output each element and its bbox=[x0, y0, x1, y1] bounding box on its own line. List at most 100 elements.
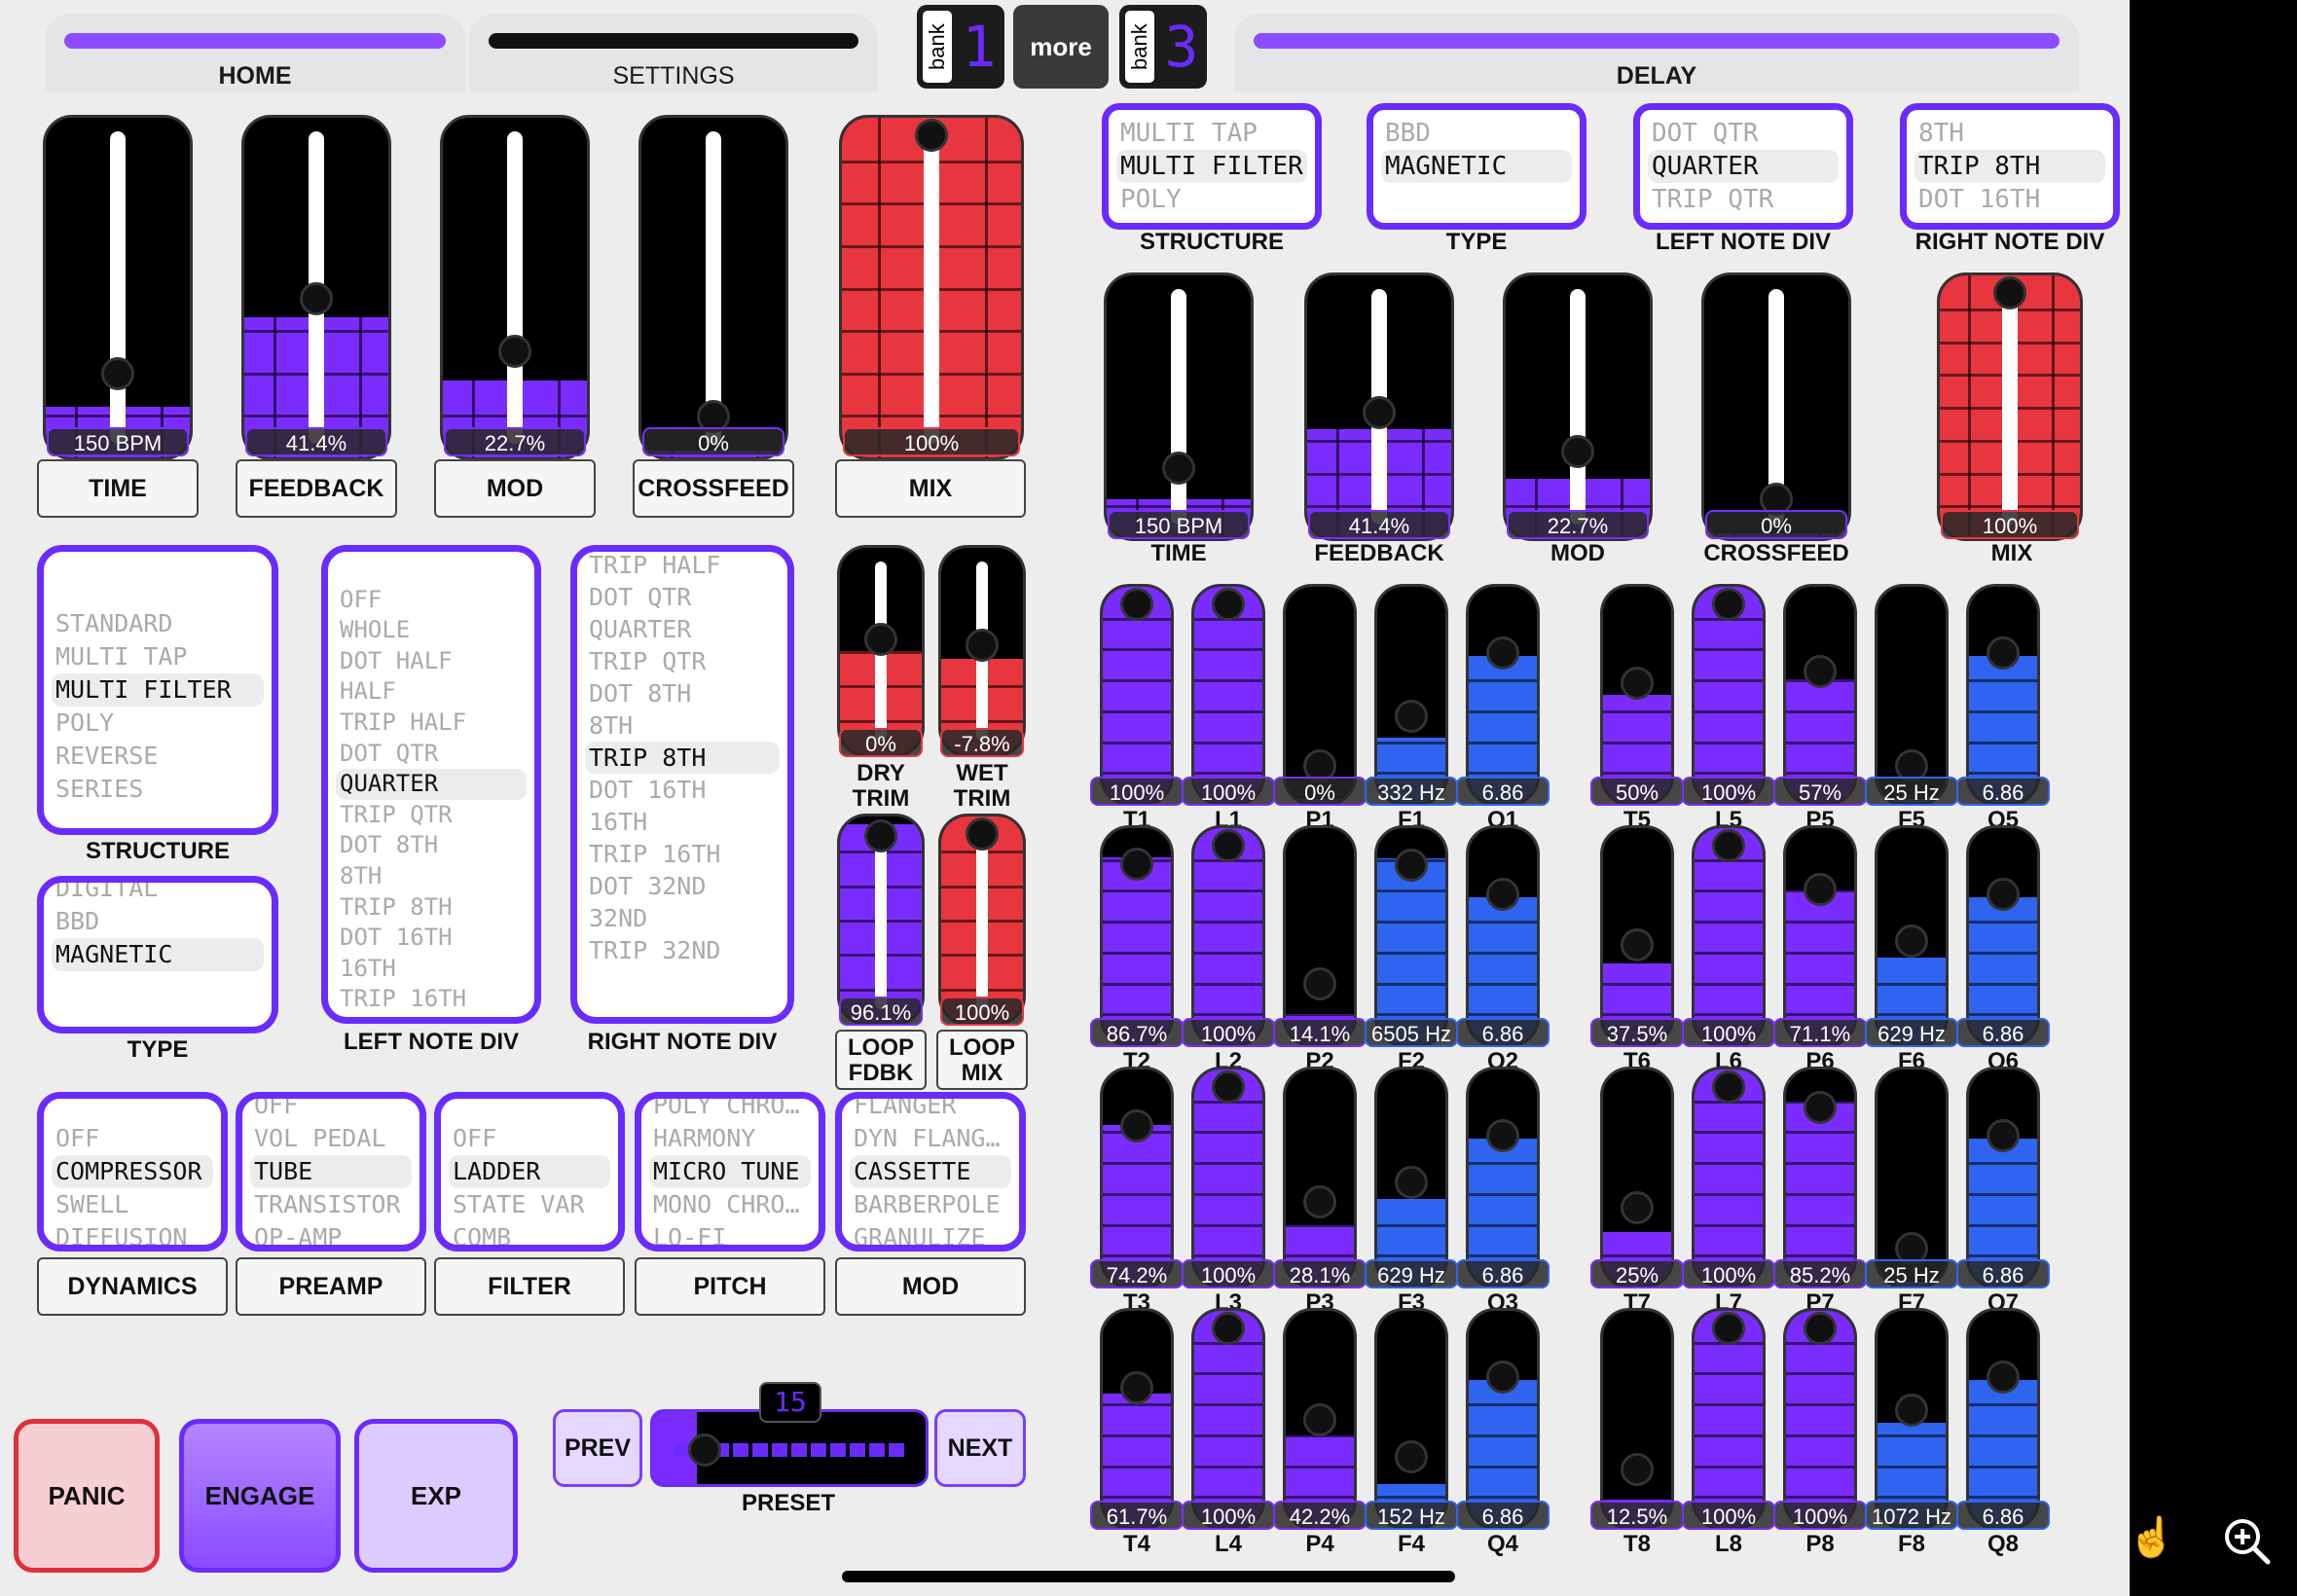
home-mod-fader[interactable] bbox=[440, 115, 590, 460]
next-preset-button[interactable]: NEXT bbox=[934, 1409, 1026, 1487]
tap-p7-fader[interactable] bbox=[1783, 1067, 1857, 1288]
type-selector-option[interactable]: MAGNETIC bbox=[52, 938, 264, 971]
tap-p3-fader[interactable] bbox=[1283, 1067, 1357, 1288]
left-note-div-selector-option[interactable]: DOT 8TH bbox=[340, 831, 439, 859]
effect-pitch-selector-option[interactable]: HARMONY bbox=[653, 1124, 756, 1152]
tap-f3-knob[interactable] bbox=[1395, 1166, 1428, 1199]
effect-mod-selector-option[interactable]: CASSETTE bbox=[850, 1155, 1011, 1188]
tap-p5-fader[interactable] bbox=[1783, 584, 1857, 806]
tap-l7-knob[interactable] bbox=[1712, 1070, 1745, 1104]
tap-t5-knob[interactable] bbox=[1621, 667, 1654, 700]
left-note-div-selector-option[interactable]: TRIP 8TH bbox=[340, 892, 453, 921]
right-note-div-selector-option[interactable]: HALF bbox=[585, 545, 780, 549]
right-note-div-selector-option[interactable]: TRIP 32ND bbox=[589, 935, 721, 964]
tap-p8-fader[interactable] bbox=[1783, 1308, 1857, 1530]
tap-p4-fader[interactable] bbox=[1283, 1308, 1357, 1530]
tap-t8-knob[interactable] bbox=[1621, 1452, 1654, 1486]
home-crossfeed-label-button[interactable]: CROSSFEED bbox=[633, 459, 794, 518]
tap-l6-knob[interactable] bbox=[1712, 829, 1745, 862]
tap-l2-knob[interactable] bbox=[1212, 829, 1245, 862]
tap-t6-fader[interactable] bbox=[1600, 825, 1674, 1047]
tap-q4-knob[interactable] bbox=[1486, 1360, 1519, 1395]
panic-button[interactable]: PANIC bbox=[14, 1419, 160, 1573]
right-note-div-selector-option[interactable]: TRIP QTR bbox=[589, 646, 707, 675]
tap-q3-knob[interactable] bbox=[1486, 1119, 1519, 1153]
tap-t1-fader[interactable] bbox=[1100, 584, 1174, 806]
delay-mod-knob[interactable] bbox=[1561, 434, 1594, 468]
tap-q2-knob[interactable] bbox=[1486, 878, 1519, 912]
home-feedback-fader[interactable] bbox=[241, 115, 391, 460]
prev-preset-button[interactable]: PREV bbox=[553, 1409, 642, 1487]
right-note-div-selector-option[interactable]: TRIP HALF bbox=[589, 550, 721, 579]
tap-p1-fader[interactable] bbox=[1283, 584, 1357, 806]
left-note-div-selector-option[interactable]: HALF bbox=[340, 677, 396, 706]
delay-type-selector-option[interactable]: BBD bbox=[1385, 119, 1431, 148]
structure-selector-option[interactable]: MULTI FILTER bbox=[52, 673, 264, 707]
trim-3-knob[interactable] bbox=[966, 817, 999, 851]
tap-f7-fader[interactable] bbox=[1875, 1067, 1949, 1288]
effect-filter-button[interactable]: FILTER bbox=[434, 1257, 625, 1316]
trim-2-fader[interactable] bbox=[837, 814, 925, 1026]
left-note-div-selector-option[interactable]: DOT 16TH bbox=[340, 924, 453, 952]
tap-t7-fader[interactable] bbox=[1600, 1067, 1674, 1288]
tap-t2-knob[interactable] bbox=[1120, 847, 1153, 881]
trim-1-knob[interactable] bbox=[966, 629, 999, 663]
tap-t1-knob[interactable] bbox=[1120, 588, 1153, 621]
trim-1-fader[interactable] bbox=[938, 545, 1026, 757]
effect-dynamics-selector-option[interactable]: COMPRESSOR bbox=[52, 1155, 213, 1188]
tap-l4-fader[interactable] bbox=[1191, 1308, 1265, 1530]
delay-type-selector-option[interactable]: MAGNETIC bbox=[1381, 150, 1572, 183]
left-note-div-selector-option[interactable]: 8TH bbox=[340, 862, 383, 889]
tap-l3-knob[interactable] bbox=[1212, 1070, 1245, 1104]
tap-p2-fader[interactable] bbox=[1283, 825, 1357, 1047]
effect-mod-selector-option[interactable]: DYN FLANG… bbox=[854, 1124, 1001, 1152]
delay-right-note-div-selector-option[interactable]: TRIP 8TH bbox=[1914, 150, 2105, 183]
right-note-div-selector-option[interactable]: 8TH bbox=[589, 710, 634, 740]
zoom-in-icon[interactable] bbox=[2219, 1513, 2274, 1568]
tap-f6-fader[interactable] bbox=[1875, 825, 1949, 1047]
tap-t3-knob[interactable] bbox=[1120, 1108, 1153, 1143]
delay-feedback-fader[interactable] bbox=[1304, 272, 1454, 541]
effect-pitch-selector-option[interactable]: MONO CHRO… bbox=[653, 1190, 800, 1218]
tap-t6-knob[interactable] bbox=[1621, 928, 1654, 962]
effect-preamp-button[interactable]: PREAMP bbox=[236, 1257, 426, 1316]
effect-dynamics-selector-option[interactable]: DIFFUSION bbox=[55, 1223, 188, 1251]
delay-mix-knob[interactable] bbox=[1993, 276, 2026, 309]
tap-t4-knob[interactable] bbox=[1120, 1371, 1153, 1405]
effect-preamp-selector-option[interactable]: OFF bbox=[254, 1092, 299, 1119]
right-note-div-selector-option[interactable]: DOT 16TH bbox=[589, 775, 707, 804]
effect-filter-selector-option[interactable]: OFF bbox=[453, 1124, 497, 1152]
tap-f3-fader[interactable] bbox=[1374, 1067, 1448, 1288]
tap-f1-knob[interactable] bbox=[1395, 700, 1428, 733]
tap-l5-knob[interactable] bbox=[1712, 588, 1745, 621]
structure-selector-option[interactable]: REVERSE bbox=[55, 742, 159, 770]
left-note-div-selector-option[interactable]: TRIP QTR bbox=[340, 800, 453, 828]
effect-pitch-selector-option[interactable]: POLY CHRO… bbox=[653, 1092, 800, 1119]
trim-0-fader[interactable] bbox=[837, 545, 925, 757]
effect-filter-selector-option[interactable]: COMB bbox=[453, 1223, 512, 1251]
trim-3-fader[interactable] bbox=[938, 814, 1026, 1026]
effect-filter-selector-option[interactable]: LADDER bbox=[449, 1155, 610, 1188]
effect-dynamics-selector-option[interactable]: OFF bbox=[55, 1124, 100, 1152]
left-note-div-selector-option[interactable]: DOT QTR bbox=[340, 739, 439, 767]
tap-t7-knob[interactable] bbox=[1621, 1190, 1654, 1224]
type-selector-option[interactable]: BBD bbox=[55, 907, 100, 935]
right-note-div-selector-option[interactable]: DOT QTR bbox=[589, 582, 692, 611]
type-selector-option[interactable]: DIGITAL bbox=[55, 876, 159, 902]
delay-right-note-div-selector-option[interactable]: 8TH bbox=[1918, 119, 1964, 148]
tap-f4-fader[interactable] bbox=[1374, 1308, 1448, 1530]
tap-q2-fader[interactable] bbox=[1466, 825, 1540, 1047]
tap-q3-fader[interactable] bbox=[1466, 1067, 1540, 1288]
more-button[interactable]: more bbox=[1013, 5, 1109, 89]
tap-l7-fader[interactable] bbox=[1692, 1067, 1766, 1288]
effect-mod-selector-option[interactable]: FLANGER bbox=[854, 1092, 957, 1119]
effect-preamp-selector-option[interactable]: OP-AMP bbox=[254, 1223, 343, 1251]
preset-slider-knob[interactable] bbox=[687, 1433, 721, 1467]
